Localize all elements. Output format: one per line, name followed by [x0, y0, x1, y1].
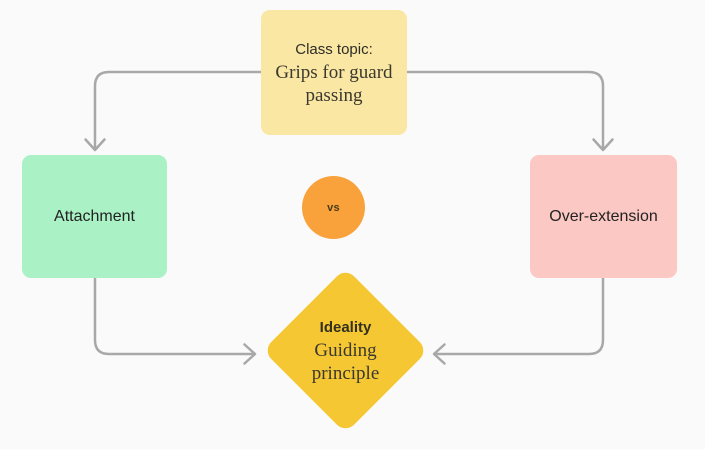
attachment-label: Attachment	[54, 208, 135, 225]
arrowhead-down-icon	[592, 138, 614, 152]
node-ideality-diamond[interactable]: Ideality Guiding principle	[262, 267, 429, 434]
node-class-topic[interactable]: Class topic: Grips for guard passing	[261, 10, 407, 135]
topic-line-3: passing	[305, 85, 363, 106]
ideality-title: Ideality	[319, 319, 372, 336]
arrowhead-right-icon	[243, 343, 257, 365]
vs-label: vs	[327, 201, 340, 214]
over-extension-label: Over-extension	[549, 208, 658, 225]
arrowhead-left-icon	[432, 343, 446, 365]
topic-line-1: Class topic:	[295, 41, 373, 58]
topic-line-2: Grips for guard	[275, 62, 393, 83]
arrow-topic-to-over-extension	[405, 70, 614, 152]
ideality-line-1: Guiding	[314, 340, 377, 361]
arrow-topic-to-attachment	[84, 70, 263, 152]
ideality-line-2: principle	[311, 363, 380, 384]
diamond-text: Ideality Guiding principle	[312, 316, 380, 385]
node-vs-circle[interactable]: vs	[302, 176, 365, 239]
node-attachment[interactable]: Attachment	[22, 155, 167, 278]
arrow-over-extension-to-ideality	[432, 276, 605, 365]
arrow-attachment-to-ideality	[93, 276, 257, 365]
arrowhead-down-icon	[84, 138, 106, 152]
node-over-extension[interactable]: Over-extension	[530, 155, 677, 278]
